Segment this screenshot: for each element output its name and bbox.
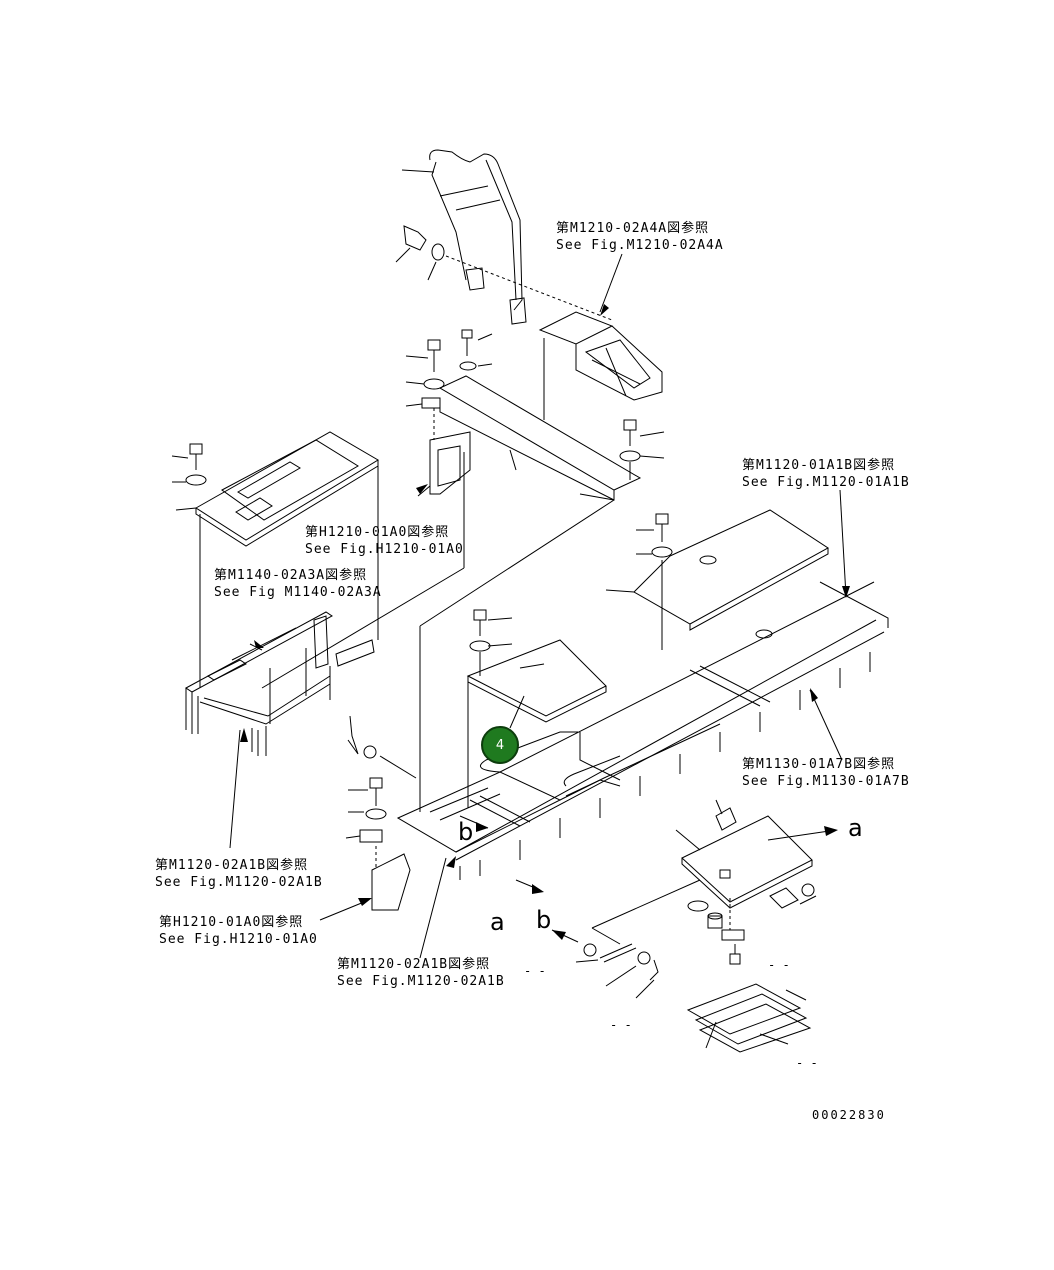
dash-mark: - - [610,1018,632,1032]
guide-line-1 [419,499,615,627]
reference-m1130-01a7b: 第M1130-01A7B図参照 See Fig.M1130-01A7B [742,756,910,790]
drawing-number: 00022830 [812,1108,886,1122]
reference-en: See Fig.M1120-01A1B [742,475,910,490]
reference-en: See Fig.M1120-02A1B [337,974,505,989]
section-letter-b-left: b [458,818,474,846]
reference-jp: 第M1140-02A3A図参照 [214,568,368,583]
section-letter-a-right: a [848,814,863,842]
reference-jp: 第M1130-01A7B図参照 [742,757,896,772]
reference-jp: 第M1120-02A1B図参照 [155,858,309,873]
bolt-right-panel [636,513,673,650]
handrail-part [401,149,527,325]
left-fasteners [345,715,417,911]
dash-mark: - - [768,958,790,972]
reference-m1120-02a1b-center: 第M1120-02A1B図参照 See Fig.M1120-02A1B [337,956,505,990]
bolt-handrail [395,225,613,321]
reference-m1120-01a1b: 第M1120-01A1B図参照 See Fig.M1120-01A1B [742,457,910,491]
dash-mark: - - [524,964,546,978]
callout-label: 4 [495,737,505,753]
reference-h1210-01a0-upper: 第H1210-01A0図参照 See Fig.H1210-01A0 [305,524,464,558]
bolt-column-right [619,419,665,480]
lower-pin-parts [575,927,659,999]
right-cover-panel [605,509,829,639]
section-letter-a-left: a [490,908,505,936]
guide-line-4 [261,567,465,689]
part-callout-4[interactable]: 4 [481,726,519,764]
lower-right-plate [591,799,817,965]
reference-jp: 第M1120-01A1B図参照 [742,458,896,473]
reference-en: See Fig.M1130-01A7B [742,774,910,789]
reference-en: See Fig.M1210-02A4A [556,238,724,253]
reference-m1120-02a1b-left: 第M1120-02A1B図参照 See Fig.M1120-02A1B [155,857,323,891]
leader-arrows [229,485,847,959]
reference-en: See Fig.M1120-02A1B [155,875,323,890]
reference-en: See Fig.H1210-01A0 [305,542,464,557]
reference-jp: 第H1210-01A0図参照 [305,525,450,540]
middle-plate [466,609,607,808]
left-frame [185,466,379,756]
main-frame [396,581,889,880]
arrow-heads [240,304,850,940]
reference-m1140-02a3a: 第M1140-02A3A図参照 See Fig M1140-02A3A [214,567,382,601]
bolt-column-upper [405,329,493,495]
reference-jp: 第H1210-01A0図参照 [159,915,304,930]
reference-jp: 第M1210-02A4A図参照 [556,221,710,236]
dash-mark: - - [796,1056,818,1070]
reference-en: See Fig M1140-02A3A [214,585,382,600]
reference-jp: 第M1120-02A1B図参照 [337,957,491,972]
reference-m1210-02a4a: 第M1210-02A4A図参照 See Fig.M1210-02A4A [556,220,724,254]
console-box [538,253,663,420]
reference-h1210-01a0-lower: 第H1210-01A0図参照 See Fig.H1210-01A0 [159,914,318,948]
stacked-plates [686,983,812,1053]
reference-en: See Fig.H1210-01A0 [159,932,318,947]
left-cover-plate [171,431,379,547]
section-letter-b-mid: b [536,906,552,934]
